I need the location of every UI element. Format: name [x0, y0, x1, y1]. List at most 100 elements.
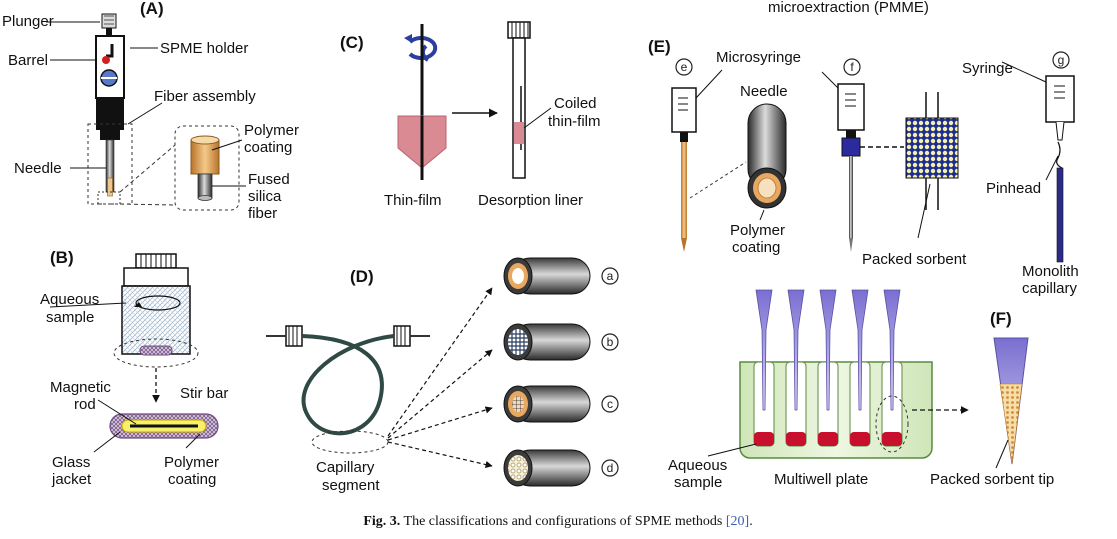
label-monolith-1: Monolith: [1022, 263, 1079, 280]
leader-coiled: [523, 107, 552, 129]
panel-d: (D): [266, 257, 619, 494]
needle-zoom-connector: [689, 161, 747, 199]
polymer-coating-top: [190, 135, 220, 145]
leader-aqueous-e: [707, 443, 757, 457]
syringe-f-needle: [849, 156, 853, 238]
leader-glass-jacket: [93, 431, 121, 453]
panel-a: (A) Plunger Barre: [2, 0, 299, 222]
syringe-e-hub: [680, 132, 688, 142]
circle-d: [601, 459, 619, 477]
label-magnetic-2: rod: [74, 396, 96, 413]
label-needle-e: Needle: [740, 83, 788, 100]
needle-zoom-lumen: [757, 177, 777, 199]
label-aqueous-e-2: sample: [674, 474, 722, 491]
circle-f-letter: f: [850, 60, 854, 74]
spme-fiber-tip: [107, 177, 113, 197]
syringe-g-body: [1045, 75, 1075, 123]
syringe-g-taper: [1055, 121, 1065, 141]
arrow-to-c: [387, 406, 493, 441]
label-microsyringe: Microsyringe: [716, 49, 801, 66]
fused-silica-end: [197, 195, 213, 201]
circle-a-letter: a: [607, 269, 614, 283]
leader-packed-sorbent: [917, 183, 931, 239]
label-monolith-2: capillary: [1022, 280, 1078, 297]
monolith-capillary: [1056, 167, 1064, 263]
barrel-slot: [106, 44, 114, 58]
syringe-g-graduations: [1054, 85, 1065, 99]
arrow-to-a: [387, 287, 493, 437]
plunger-grip-lines: [104, 15, 114, 25]
circle-c: [601, 395, 619, 413]
caption-prefix: Fig. 3.: [363, 514, 400, 529]
stirring-vortex: [135, 295, 181, 311]
rotation-arrow-icon: [408, 36, 438, 60]
multiwell-wells: [753, 361, 903, 447]
label-polymer-e-1: Polymer: [730, 222, 785, 239]
leader-aqueous: [49, 302, 127, 308]
label-plunger: Plunger: [2, 13, 54, 30]
header-partial: microextraction (PMME): [768, 0, 929, 16]
label-polymer-b-1: Polymer: [164, 454, 219, 471]
coiled-thin-film: [514, 122, 524, 144]
fiber-tip-box: [97, 191, 121, 205]
panel-e-label: (E): [648, 37, 671, 56]
polymer-coating-cylinder: [190, 139, 220, 175]
vial-neck: [123, 267, 189, 287]
label-polymer-b-2: coating: [168, 471, 216, 488]
panel-d-label: (D): [350, 267, 374, 286]
caption-ref-link[interactable]: [20]: [726, 514, 749, 529]
leader-sorbent-tip: [995, 439, 1009, 469]
label-needle-a: Needle: [14, 160, 62, 177]
label-capillary-1: Capillary: [316, 459, 375, 476]
label-aqueous-e-1: Aqueous: [668, 457, 727, 474]
circle-a: [601, 267, 619, 285]
label-syringe: Syringe: [962, 60, 1013, 77]
label-packed-sorbent: Packed sorbent: [862, 251, 967, 268]
label-pinhead: Pinhead: [986, 180, 1041, 197]
barrel-body: [95, 35, 125, 99]
vial-cap-ribs: [140, 254, 172, 268]
circle-b: [601, 333, 619, 351]
leader-magnetic-rod: [97, 399, 137, 425]
desorption-liner-tube: [512, 37, 526, 179]
circle-g: [1052, 51, 1070, 69]
label-coiled-2: thin-film: [548, 113, 601, 130]
label-packed-sorbent-tip: Packed sorbent tip: [930, 471, 1054, 488]
leader-polymer-a: [211, 139, 243, 151]
panel-b: (B) Aqueous sample Magnetic rod Stir bar…: [40, 248, 228, 488]
leader-microsyringe-f: [821, 71, 841, 91]
label-polymer-a-2: coating: [244, 139, 292, 156]
panel-b-label: (B): [50, 248, 74, 267]
stir-bar-in-vial: [139, 345, 173, 356]
syringe-e-needle-coated: [681, 142, 687, 238]
pinhead: [1056, 141, 1063, 169]
circle-d-letter: d: [607, 461, 614, 475]
liner-cap: [507, 21, 531, 39]
label-stir-bar: Stir bar: [180, 385, 228, 402]
barrel-red-dot: [102, 56, 110, 64]
capillary-connector-right: [393, 325, 411, 347]
panel-f: (F) Packed sorbent tip: [930, 309, 1054, 488]
leader-microsyringe-e: [695, 69, 723, 99]
syringe-f-hub: [846, 130, 856, 138]
label-fused-2: silica: [248, 188, 282, 205]
syringe-e-needle-tip: [681, 238, 687, 252]
capillary-variant-a: [503, 257, 591, 295]
rotation-arrowhead-icon: [404, 34, 412, 43]
arrow-to-d: [387, 441, 493, 469]
stir-bar-zoom-ellipse: [113, 338, 199, 368]
circle-f: [843, 58, 861, 76]
panel-c: (C) Coiled thin-film Thin-film Desorptio…: [340, 21, 601, 209]
label-capillary-2: segment: [322, 477, 380, 494]
holder-base: [96, 98, 124, 130]
label-polymer-a-1: Polymer: [244, 122, 299, 139]
label-barrel: Barrel: [8, 52, 48, 69]
arrow-to-b: [387, 349, 493, 439]
capillary-variant-d: [503, 449, 591, 487]
capillary-loop: [301, 334, 395, 436]
syringe-f-needle-tip: [849, 238, 853, 252]
syringe-f-graduations: [845, 93, 856, 107]
leader-polymer-b: [185, 433, 201, 449]
panel-a-label: (A): [140, 0, 164, 18]
